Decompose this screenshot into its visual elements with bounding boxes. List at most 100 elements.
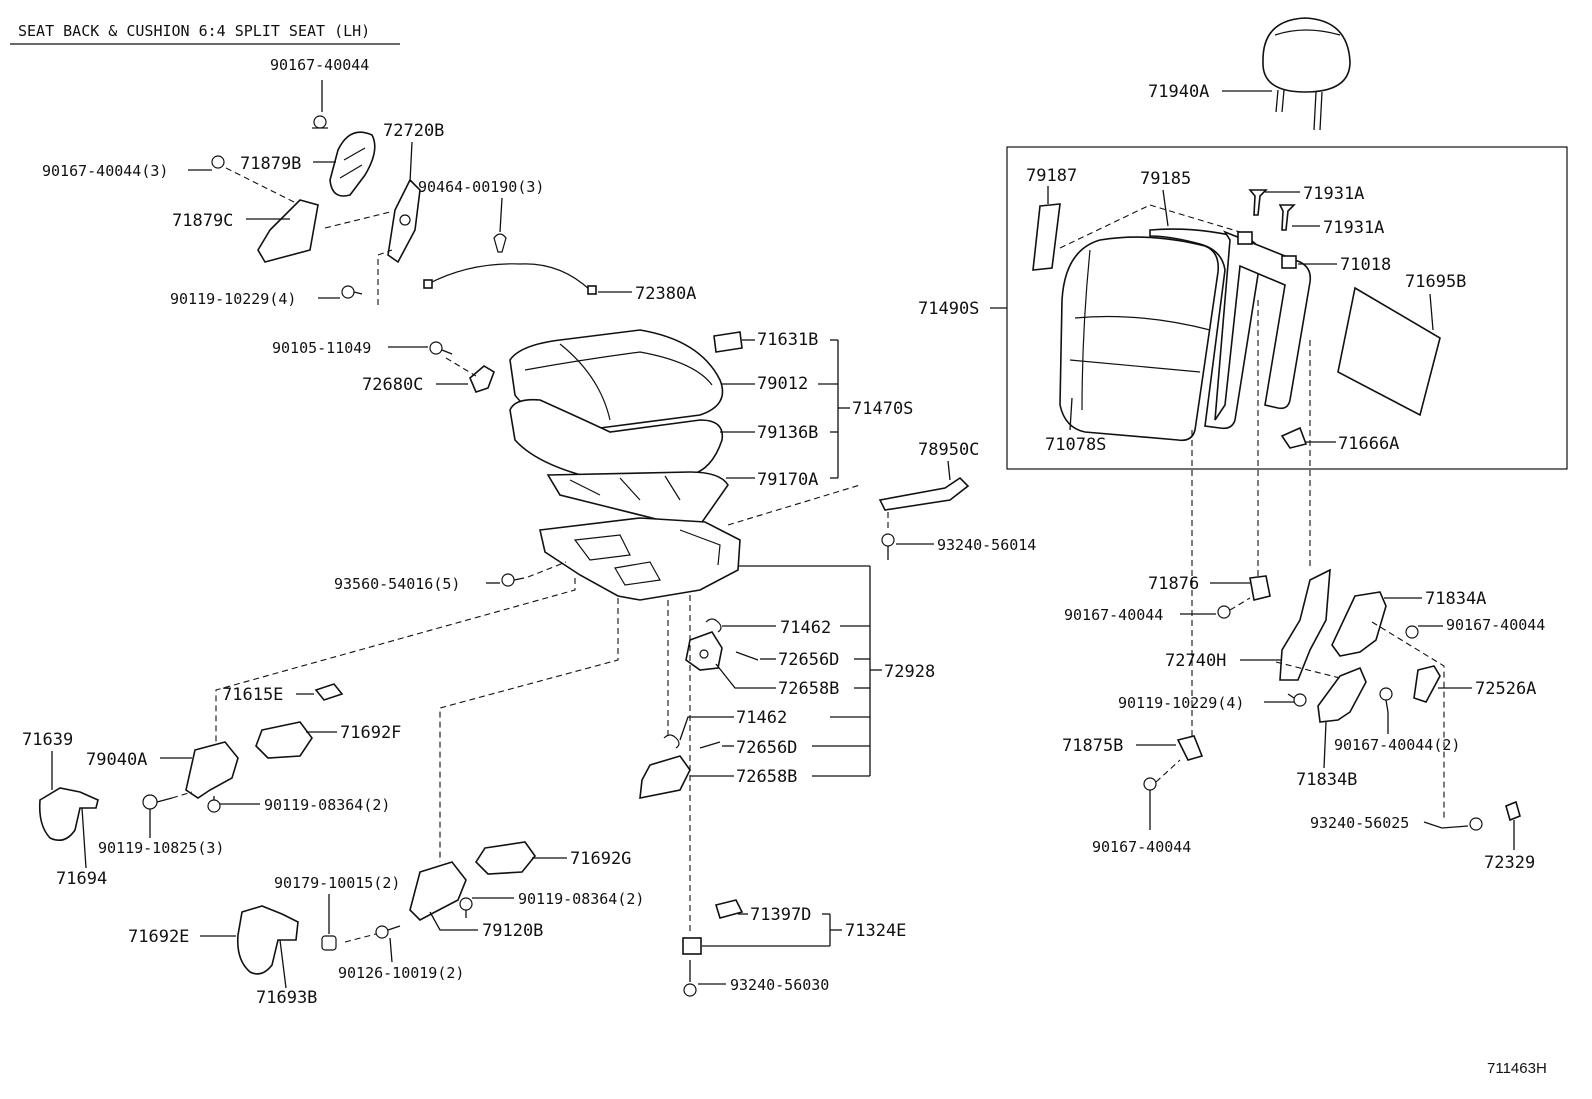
board-71695B [1337,286,1441,417]
cable-72380A [423,233,597,295]
pin-71931A-a [1248,189,1268,216]
bolt-90119-10825 [142,794,173,810]
label-71834A: 71834A [1425,589,1486,609]
label-72526A: 72526A [1475,679,1536,699]
label-79185: 79185 [1140,169,1191,189]
label-90179-10015-2: 90179-10015(2) [274,874,400,892]
label-71940A: 71940A [1148,82,1209,102]
bolt-90126-10019 [375,925,401,939]
label-71078S: 71078S [1045,435,1106,455]
bolt-90105-11049 [429,341,453,355]
bracket-71470S [818,339,850,479]
label-71879B: 71879B [240,154,301,174]
label-79170A: 79170A [757,470,818,490]
hinge-79120B [409,861,467,921]
hinge-72740H [1279,568,1331,681]
clip-72329 [1505,800,1521,822]
label-71462-a: 71462 [780,618,831,638]
label-72740H: 72740H [1165,651,1226,671]
label-78950C: 78950C [918,440,979,460]
label-71615E: 71615E [222,685,283,705]
label-71462-b: 71462 [736,708,787,728]
pin-72656D-a [735,651,759,661]
label-71879C: 71879C [172,211,233,231]
cover-71639 [38,787,99,841]
label-93560-54016-5: 93560-54016(5) [334,575,460,593]
label-90167-40044-r1: 90167-40044 [1064,606,1163,624]
label-71692F: 71692F [340,723,401,743]
rod-78950C [878,476,970,511]
label-71639: 71639 [22,730,73,750]
seatback-cover-71078S [1059,236,1220,442]
label-71695B: 71695B [1405,272,1466,292]
cover-71834B [1317,666,1367,723]
label-71692G: 71692G [570,849,631,869]
nut-71324E [682,937,702,955]
label-72720B: 72720B [383,121,444,141]
label-72658B-a: 72658B [778,679,839,699]
pin-71931A-b [1278,204,1296,231]
leader-79185 [1162,189,1169,227]
pin-72656D-b [699,741,721,749]
label-71931A-a: 71931A [1303,184,1364,204]
label-72656D-a: 72656D [778,650,839,670]
label-71324E: 71324E [845,921,906,941]
label-71834B: 71834B [1296,770,1357,790]
label-72380A: 72380A [635,284,696,304]
lock-72658B-b [639,755,691,799]
label-90119-10825-3: 90119-10825(3) [98,839,224,857]
label-90119-10229-4-right: 90119-10229(4) [1118,694,1244,712]
label-79136B: 79136B [757,423,818,443]
bolt-90167-40044-r1 [1217,605,1231,619]
bolt-90119-10229-right [1287,693,1307,707]
label-90119-08364-2-b: 90119-08364(2) [518,890,644,908]
bracket-72680C [469,365,495,393]
pad-71631B [713,331,743,353]
label-71693B: 71693B [256,988,317,1008]
dash-79187 [1059,204,1151,249]
label-72658B-b: 72658B [736,767,797,787]
label-72680C: 72680C [362,375,423,395]
cover-71692G [474,841,537,875]
label-72329: 72329 [1484,853,1535,873]
label-71470S: 71470S [852,399,913,419]
seatback-frame-71018 [1214,230,1312,421]
label-90167-40044-3: 90167-40044(3) [42,162,168,180]
diagram-title: SEAT BACK & CUSHION 6:4 SPLIT SEAT (LH) [18,22,370,40]
bolt-90167-40044-3 [211,155,225,169]
label-79120B: 79120B [482,921,543,941]
label-72656D-b: 72656D [736,738,797,758]
bolt-90167-40044-2 [1379,687,1393,713]
clip-72526A [1413,665,1441,703]
bolt-90167-40044-top [312,80,328,129]
label-71018: 71018 [1340,255,1391,275]
bracket-71879C [257,199,319,263]
label-71876: 71876 [1148,574,1199,594]
bolt-93560-54016 [501,573,525,587]
nut-90179-10015 [321,935,337,951]
cover-71692E [236,905,299,975]
illustration-reference: 711463H [1487,1060,1547,1077]
bolt-93240-56014 [881,533,895,560]
cover-71834A [1331,591,1387,657]
label-71931A-b: 71931A [1323,218,1384,238]
label-90167-40044-top: 90167-40044 [270,56,369,74]
bolt-93240-56030 [683,960,697,997]
lever-cover-71879B [329,131,376,197]
bolt-90167-40044-r2 [1405,625,1419,639]
label-90464-00190-3: 90464-00190(3) [418,178,544,196]
label-71694: 71694 [56,869,107,889]
label-93240-56025: 93240-56025 [1310,814,1409,832]
label-79012: 79012 [757,374,808,394]
hinge-79040A [185,741,239,799]
label-79040A: 79040A [86,750,147,770]
clip-71875B [1176,735,1204,761]
headrest-71940A [1262,17,1351,131]
bolt-90167-40044-bot [1143,777,1157,830]
cover-71692F [255,721,313,759]
label-90119-08364-2-a: 90119-08364(2) [264,796,390,814]
label-90105-11049: 90105-11049 [272,339,371,357]
strip-79187 [1032,203,1061,271]
label-71490S: 71490S [918,299,979,319]
label-90167-40044-r2: 90167-40044 [1446,616,1545,634]
